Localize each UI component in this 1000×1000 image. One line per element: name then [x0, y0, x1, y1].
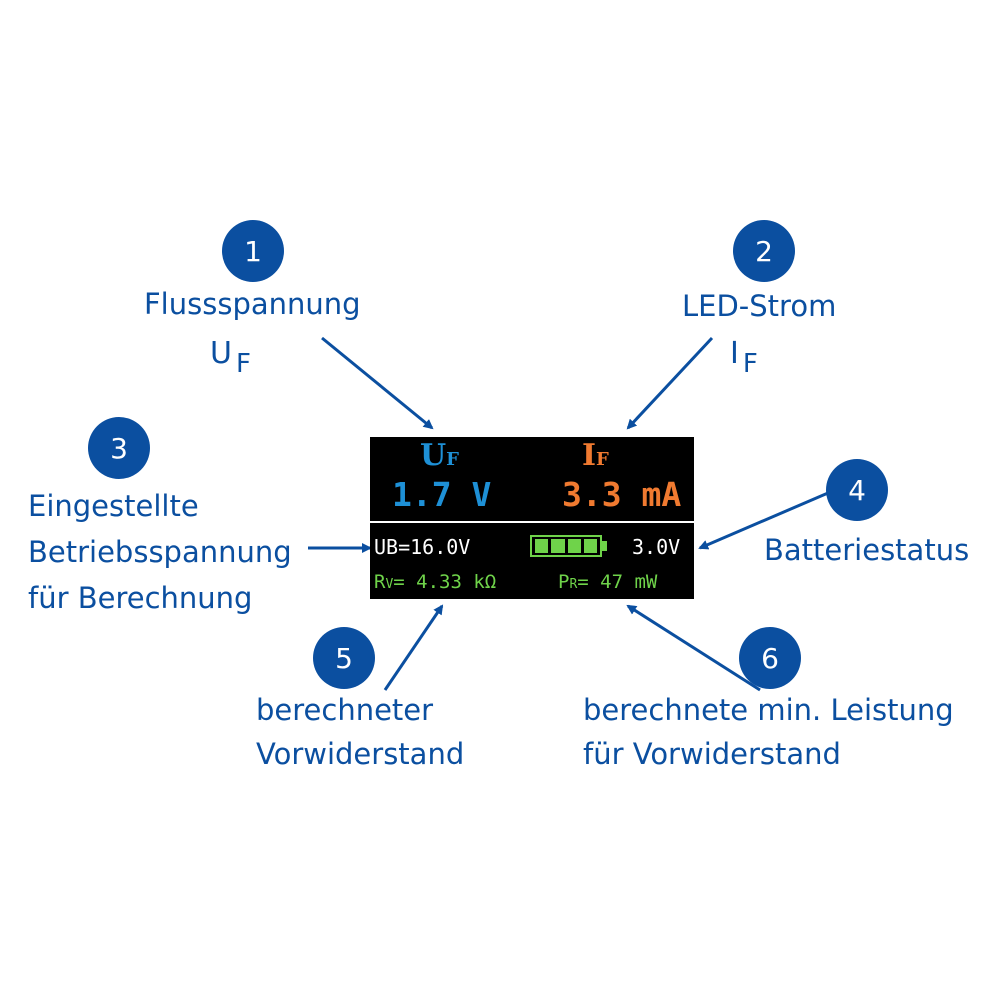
label-betriebsspannung: Betriebsspannung	[28, 535, 292, 569]
lcd-ub-text: UB=16.0V	[374, 535, 471, 559]
battery-icon	[530, 535, 602, 557]
badge-6: 6	[739, 627, 801, 689]
lcd-rv: RV= 4.33 kΩ	[374, 571, 497, 593]
badge-2: 2	[733, 220, 795, 282]
label-fuer-berechnung: für Berechnung	[28, 581, 253, 615]
lcd-uf-label: UF	[420, 438, 459, 473]
battery-tip	[602, 541, 607, 551]
badge-3: 3	[88, 417, 150, 479]
label-vorwiderstand: Vorwiderstand	[256, 737, 465, 771]
lcd-if-value: 3.3 mA	[562, 475, 682, 514]
label-berechnete-min-leistung: berechnete min. Leistung	[583, 693, 954, 727]
lcd-uf-value: 1.7 V	[392, 475, 492, 514]
battery-cell	[567, 539, 581, 553]
battery-cell	[535, 539, 549, 553]
arrow-2	[626, 336, 714, 430]
lcd-pr: PR= 47 mW	[558, 571, 658, 593]
lcd-divider	[370, 521, 694, 523]
label-led-strom: LED-Strom	[682, 289, 837, 323]
label-flussspannung: Flussspannung	[144, 287, 361, 321]
label-batteriestatus: Batteriestatus	[764, 533, 970, 567]
lcd-display: UF IF 1.7 V 3.3 mA UB=16.0V 3.0V RV= 4.3…	[370, 437, 694, 599]
label-berechneter: berechneter	[256, 693, 434, 727]
label-fuer-vorwiderstand: für Vorwiderstand	[583, 737, 841, 771]
arrow-6	[626, 604, 761, 692]
badge-4: 4	[826, 459, 888, 521]
label-eingestellte: Eingestellte	[28, 489, 199, 523]
badge-5: 5	[313, 627, 375, 689]
arrow-1	[321, 336, 434, 430]
lcd-if-label: IF	[582, 438, 609, 473]
arrow-4	[698, 491, 829, 550]
battery-cell	[583, 539, 597, 553]
badge-1: 1	[222, 220, 284, 282]
battery-cell	[551, 539, 565, 553]
lcd-battery-voltage: 3.0V	[632, 535, 681, 559]
arrow-5	[383, 604, 444, 691]
